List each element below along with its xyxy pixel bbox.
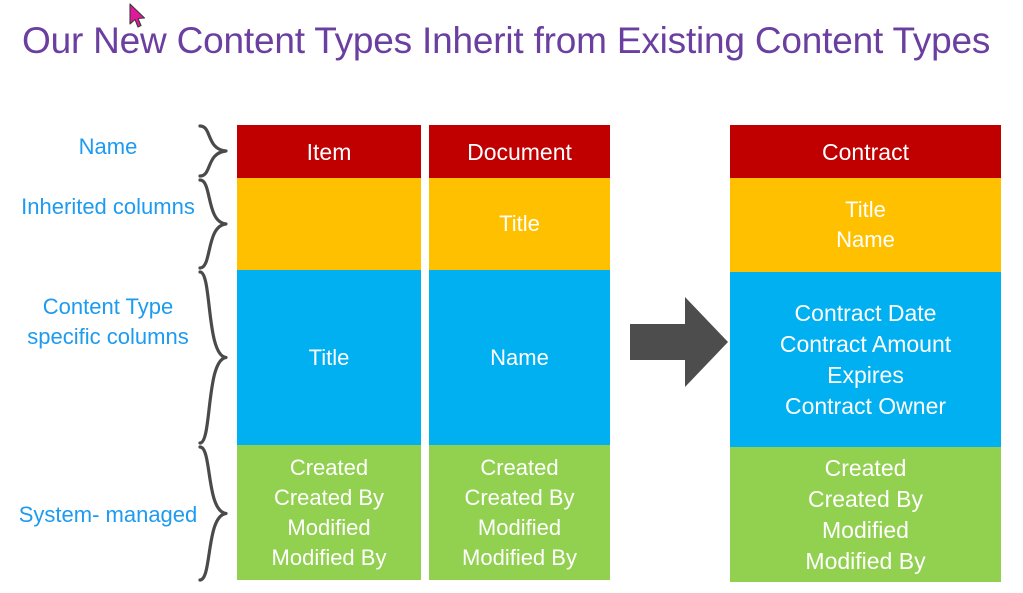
column-contract-system-band: Created Created By Modified Modified By [730,447,1001,582]
column-item-system-band: Created Created By Modified Modified By [237,445,421,580]
column-item-specific-band: Title [237,270,421,445]
column-document-inherited-band: Title [429,178,610,270]
row-label-content-type-specific-columns: Content Type specific columns [27,294,189,349]
column-contract-inherited-band: Title Name [730,178,1001,272]
curly-brace-icon [196,124,230,178]
content-type-column-document[interactable]: Document Title Name Created Created By M… [429,125,610,580]
column-document-name-band: Document [429,125,610,178]
column-document-specific-band: Name [429,270,610,445]
row-label-system-managed: System- managed [18,502,198,527]
column-item-inherited-band [237,178,421,270]
column-item-name-band: Item [237,125,421,178]
column-document-system-band: Created Created By Modified Modified By [429,445,610,580]
row-label-inherited-columns: Inherited columns [21,194,195,219]
column-contract-specific-band: Contract Date Contract Amount Expires Co… [730,272,1001,447]
right-arrow-icon [630,297,728,387]
curly-brace-icon [196,445,230,582]
row-label-name: Name [78,134,138,159]
curly-brace-icon [196,270,230,445]
column-contract-name-band: Contract [730,125,1001,178]
curly-brace-icon [196,178,230,270]
page-title: Our New Content Types Inherit from Exist… [22,20,991,61]
content-type-column-item[interactable]: Item Title Created Created By Modified M… [237,125,421,580]
content-type-column-contract[interactable]: Contract Title Name Contract Date Contra… [730,125,1001,582]
